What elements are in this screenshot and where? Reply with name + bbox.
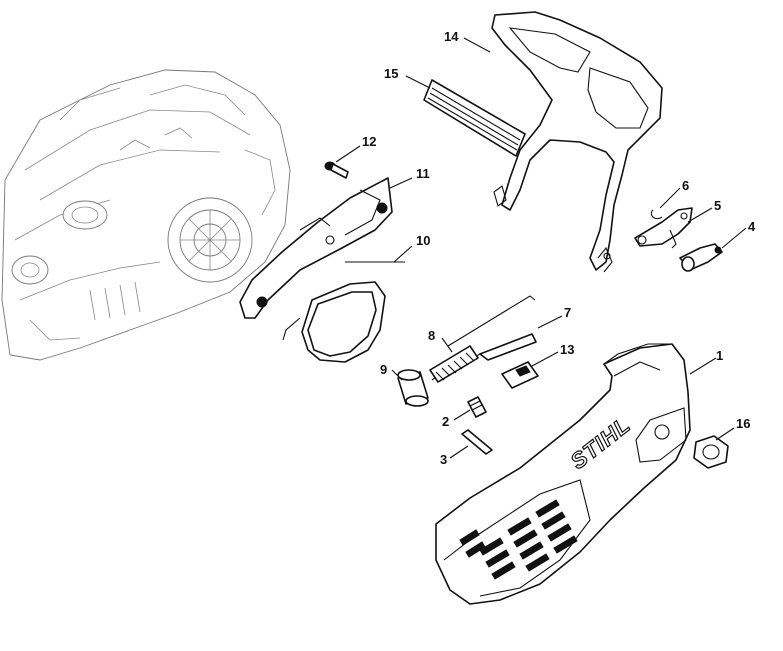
e-clip: [650, 209, 663, 220]
long-pin: [461, 429, 493, 455]
brake-band: [282, 261, 405, 363]
sleeve: [397, 369, 429, 407]
callout-9: 9: [380, 362, 387, 377]
callout-labels: 14 15 12 11 10 6 5 4 7 8 13 1 9 2 16 3: [362, 29, 756, 467]
callout-5: 5: [714, 198, 721, 213]
callout-6: 6: [682, 178, 689, 193]
callout-8: 8: [428, 328, 435, 343]
lever: [634, 207, 693, 249]
spring-hook: [447, 295, 537, 361]
callout-1: 1: [716, 348, 723, 363]
callout-11: 11: [416, 166, 430, 181]
hand-guard: [491, 11, 663, 273]
sprocket-cover: STIHL: [435, 343, 691, 605]
callout-4: 4: [748, 219, 756, 234]
slide-block: [501, 361, 539, 389]
callout-13: 13: [560, 342, 574, 357]
screw: [324, 161, 349, 179]
collar-nut: [693, 435, 729, 469]
callout-3: 3: [440, 452, 447, 467]
callout-7: 7: [564, 305, 571, 320]
callout-15: 15: [384, 66, 398, 81]
callout-10: 10: [416, 233, 430, 248]
callout-12: 12: [362, 134, 376, 149]
tension-spring: [429, 345, 481, 383]
leader-lines: [335, 37, 747, 459]
callout-16: 16: [736, 416, 750, 431]
callout-14: 14: [444, 29, 459, 44]
grip-pad: [423, 79, 526, 157]
callout-2: 2: [442, 414, 449, 429]
link-lever: [679, 243, 723, 272]
chain-brake-bracket: [239, 177, 393, 319]
short-pin: [467, 396, 487, 418]
engine-housing-ghost: [1, 69, 291, 361]
